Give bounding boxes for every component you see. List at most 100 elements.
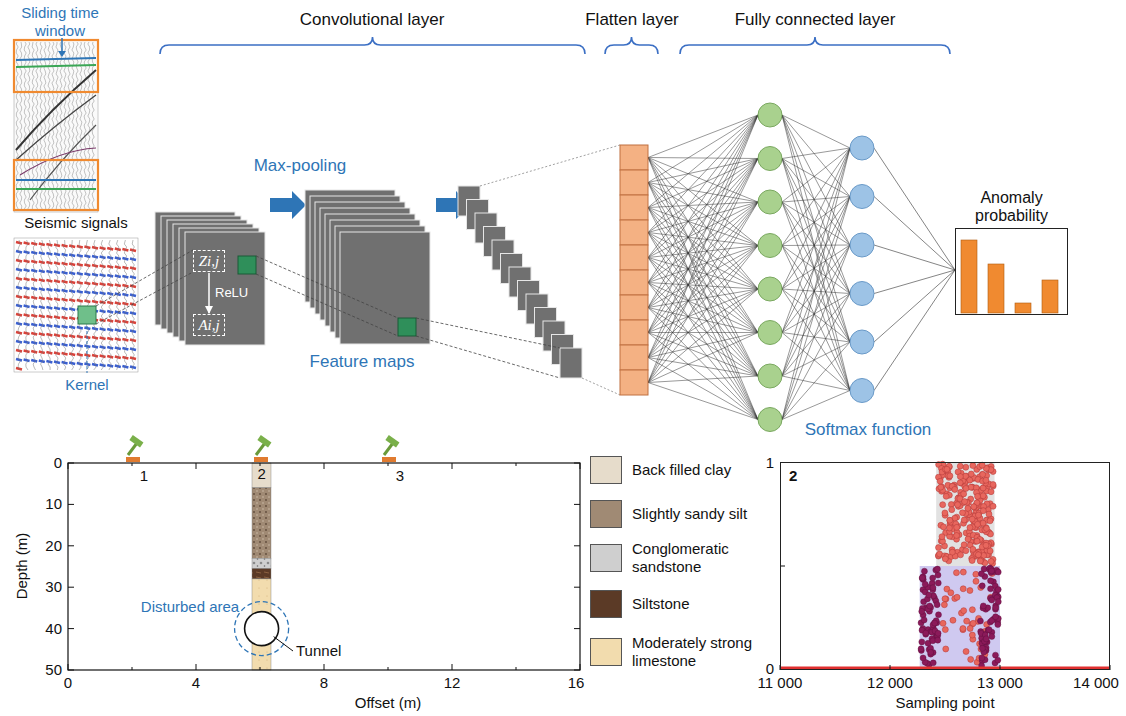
data-point [962, 499, 968, 505]
data-point [970, 546, 976, 552]
tick [574, 628, 580, 629]
neuron [850, 185, 874, 209]
weight-line [648, 202, 758, 308]
seismic-wavelet [130, 277, 136, 279]
axes-frame [68, 463, 580, 670]
seismic-trace [79, 240, 81, 370]
tick [68, 504, 74, 505]
tick [68, 463, 74, 464]
seismic-wavelet [69, 264, 75, 266]
legend-swatch [590, 456, 622, 484]
hammer-handle [384, 443, 393, 455]
probability-bar [1042, 280, 1058, 313]
seismic-wavelet [62, 299, 68, 301]
seismic-wavelet [100, 329, 106, 331]
data-point [988, 586, 994, 592]
seismic-wavelet [69, 363, 75, 365]
text-label: Disturbed area [141, 598, 239, 616]
data-point [930, 660, 936, 666]
seismic-trace [41, 240, 44, 370]
text-label: Flatten layer [585, 10, 679, 30]
data-point [919, 576, 925, 582]
weight-line [648, 158, 758, 159]
seismic-wavelet [130, 331, 136, 333]
data-point [919, 575, 925, 581]
data-point [943, 493, 949, 499]
seismic-event [16, 70, 96, 150]
tick [574, 670, 580, 671]
data-point [920, 655, 926, 661]
data-point [979, 583, 985, 589]
text-label: 30 [45, 578, 62, 596]
weight-line [874, 245, 955, 270]
data-point [941, 524, 947, 530]
seismic-wavelet [130, 358, 136, 360]
seismic-wavelet [107, 356, 113, 358]
data-point [921, 568, 927, 574]
data-point [926, 592, 932, 598]
legend-text: Slightly sandy silt [632, 505, 767, 523]
seismic-wavelet [62, 245, 68, 247]
weight-line [782, 159, 850, 246]
seismic-wavelet [107, 302, 113, 304]
math-box: Zi,j [193, 250, 225, 272]
seismic-wavelet [69, 282, 75, 284]
text-label: Kernel [65, 376, 108, 394]
tick [388, 463, 389, 466]
weight-line [782, 391, 850, 420]
data-point [930, 575, 936, 581]
seismic-wavelet [31, 261, 37, 263]
tick [324, 664, 325, 670]
neuron [758, 234, 782, 258]
weight-line [648, 115, 758, 383]
neuron [758, 147, 782, 171]
projection-line [480, 145, 620, 186]
tick [574, 545, 580, 546]
data-point [995, 569, 1001, 575]
weight-line [648, 159, 758, 383]
seismic-wavelet [62, 335, 68, 337]
data-point [934, 566, 940, 572]
weight-line [648, 246, 758, 258]
weight-line [782, 289, 850, 342]
seismic-wavelet [100, 311, 106, 313]
time-window [14, 40, 98, 92]
seismic-wavelet [31, 351, 37, 353]
seismic-wavelet [39, 316, 45, 318]
projection-line [256, 274, 398, 336]
tick [68, 587, 74, 588]
data-point [986, 627, 992, 633]
seismic-wavelet [69, 345, 75, 347]
data-point [927, 603, 933, 609]
projection-line [416, 318, 560, 348]
data-point [980, 493, 986, 499]
data-point [918, 646, 924, 652]
weight-line [648, 159, 758, 308]
feature-map [560, 348, 582, 378]
weight-line [648, 159, 758, 358]
text-label: 20 [45, 537, 62, 555]
seismic-wavelet [31, 333, 37, 335]
weight-line [648, 183, 758, 420]
seismic-wavelet [62, 344, 68, 346]
data-point [983, 477, 989, 483]
data-point [961, 608, 967, 614]
text-label: 3 [396, 467, 404, 485]
arrowhead [58, 51, 66, 57]
seismic-wavelet [107, 248, 113, 250]
data-point [975, 512, 981, 518]
data-point [960, 569, 966, 575]
data-point [940, 620, 946, 626]
weight-line [782, 246, 850, 343]
data-point [941, 602, 947, 608]
weight-line [648, 115, 758, 333]
seismic-wavelet [31, 252, 37, 254]
seismic-wavelet [69, 273, 75, 275]
data-point [961, 517, 967, 523]
seismic-wavelet [31, 279, 37, 281]
weight-line [782, 197, 850, 246]
seismic-wavelet [31, 306, 37, 308]
data-point [980, 520, 986, 526]
data-point [963, 548, 969, 554]
seismic-wavelet [69, 300, 75, 302]
